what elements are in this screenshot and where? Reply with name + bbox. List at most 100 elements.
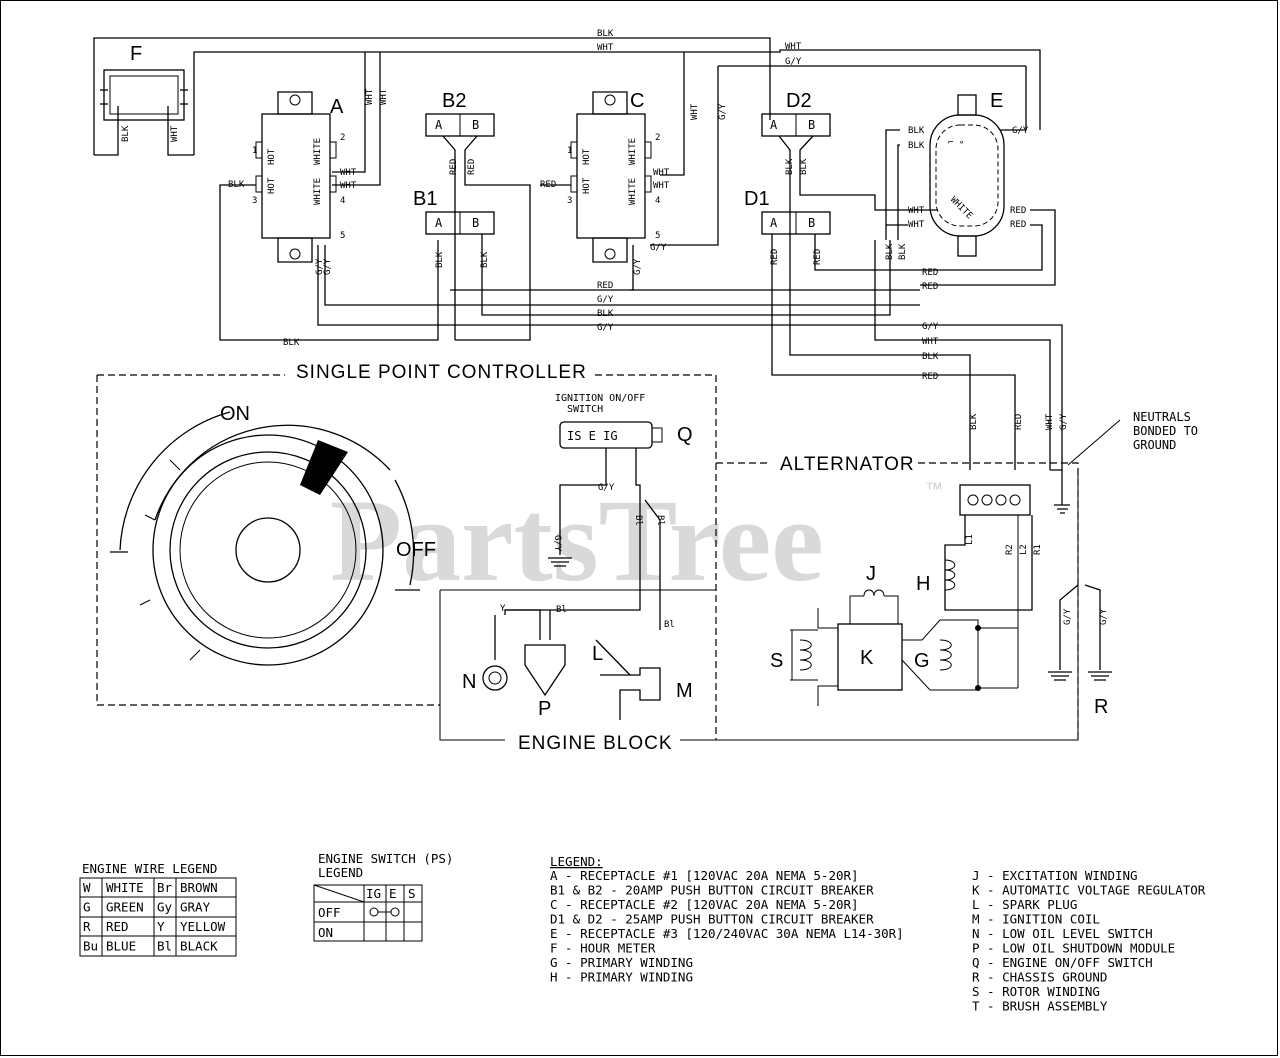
neutrals-note-3: GROUND xyxy=(1133,438,1176,452)
engine-wire-legend-table xyxy=(79,877,237,957)
wire-legend-cell: R xyxy=(83,919,91,934)
svg-text:4: 4 xyxy=(340,196,345,206)
svg-text:WHT: WHT xyxy=(340,181,357,191)
label-L: L xyxy=(592,643,603,665)
svg-text:G/Y: G/Y xyxy=(785,57,802,67)
svg-text:WHT: WHT xyxy=(1045,413,1055,430)
legend-item: M - IGNITION COIL xyxy=(972,912,1100,927)
switch-header-ig: IG xyxy=(366,886,381,901)
svg-text:Bl: Bl xyxy=(655,515,665,526)
svg-text:G/Y: G/Y xyxy=(597,323,614,333)
svg-text:BLK: BLK xyxy=(435,251,445,268)
legend-item: F - HOUR METER xyxy=(550,941,656,956)
terminal-block xyxy=(959,484,1031,516)
wire-legend-cell: WHITE xyxy=(106,880,144,895)
legend-item: L - SPARK PLUG xyxy=(972,897,1077,912)
wire-legend-cell: Gy xyxy=(157,900,173,915)
svg-text:WHITE: WHITE xyxy=(628,138,638,165)
legend-item: T - BRUSH ASSEMBLY xyxy=(972,999,1108,1014)
wire-legend-cell: BLACK xyxy=(180,939,218,954)
svg-text:HOT: HOT xyxy=(267,148,277,165)
wire-legend-cell: Y xyxy=(157,919,165,934)
rotor-winding-S xyxy=(799,639,812,671)
label-B1: B1 xyxy=(413,188,437,210)
svg-text:WHITE: WHITE xyxy=(313,138,323,165)
svg-text:™: ™ xyxy=(925,479,943,499)
svg-text:RED: RED xyxy=(922,268,938,278)
wire-legend-cell: RED xyxy=(106,919,129,934)
svg-text:BLK: BLK xyxy=(480,251,490,268)
low-oil-module-P xyxy=(524,644,566,697)
ignition-switch-Q: IS E IG xyxy=(559,421,663,449)
receptacle-A: HOT HOT WHITE WHITE 13 24 5 xyxy=(252,91,345,263)
svg-text:RED: RED xyxy=(813,249,823,265)
legend-item: R - CHASSIS GROUND xyxy=(972,970,1107,985)
wire-legend-cell: W xyxy=(83,880,91,895)
label-E: E xyxy=(990,90,1003,112)
ignition-positions: IS E IG xyxy=(567,429,618,443)
receptacle-C: HOT HOT WHITE WHITE 13 24 5 xyxy=(567,91,660,263)
neutrals-note-2: BONDED TO xyxy=(1133,424,1198,438)
svg-text:G/Y: G/Y xyxy=(597,295,614,305)
svg-text:BLK: BLK xyxy=(885,243,895,260)
alternator-title: ALTERNATOR xyxy=(780,454,915,475)
svg-text:A: A xyxy=(770,216,778,230)
svg-text:WHT: WHT xyxy=(379,88,389,105)
legend-item: D1 & D2 - 25AMP PUSH BUTTON CIRCUIT BREA… xyxy=(550,912,874,927)
watermark: PartsTree xyxy=(330,475,824,606)
legend-item: P - LOW OIL SHUTDOWN MODULE xyxy=(972,941,1175,956)
svg-text:G/Y: G/Y xyxy=(633,258,643,275)
engine-switch-legend-title-1: ENGINE SWITCH (PS) xyxy=(318,851,453,866)
label-K: K xyxy=(860,647,874,669)
label-D2: D2 xyxy=(786,90,812,112)
svg-text:L2: L2 xyxy=(1019,544,1029,555)
svg-text:5: 5 xyxy=(340,231,345,241)
svg-text:G/Y: G/Y xyxy=(323,258,333,275)
svg-text:RED: RED xyxy=(597,281,613,291)
switch-header-s: S xyxy=(408,886,416,901)
svg-text:3: 3 xyxy=(252,196,257,206)
label-C: C xyxy=(630,90,644,112)
label-R: R xyxy=(1094,696,1108,718)
svg-text:BLK: BLK xyxy=(283,338,300,348)
svg-text:RED: RED xyxy=(449,159,459,175)
legend-item: N - LOW OIL LEVEL SWITCH xyxy=(972,926,1153,941)
engine-switch-legend-table xyxy=(313,884,423,942)
svg-text:Bl: Bl xyxy=(664,620,675,630)
svg-text:WHT: WHT xyxy=(340,168,357,178)
svg-text:RED: RED xyxy=(922,372,938,382)
svg-text:WHT: WHT xyxy=(908,206,925,216)
svg-text:WHT: WHT xyxy=(922,337,939,347)
label-P: P xyxy=(538,698,551,720)
receptacle-E: ⌐ ∘ WHITE xyxy=(929,94,1005,257)
svg-text:Bl: Bl xyxy=(633,515,643,526)
controller-knob xyxy=(110,411,420,666)
svg-text:R1: R1 xyxy=(1033,544,1043,555)
switch-row-off: OFF xyxy=(318,905,341,920)
legend-item: E - RECEPTACLE #3 [120/240VAC 30A NEMA L… xyxy=(550,926,904,941)
svg-text:⌐ ∘: ⌐ ∘ xyxy=(948,138,964,148)
neutrals-note-1: NEUTRALS xyxy=(1133,410,1191,424)
svg-text:1: 1 xyxy=(567,146,572,156)
svg-text:RED: RED xyxy=(540,180,556,190)
svg-text:2: 2 xyxy=(340,133,345,143)
label-A: A xyxy=(330,96,344,118)
svg-text:RED: RED xyxy=(1010,220,1026,230)
svg-text:WHITE: WHITE xyxy=(948,195,974,221)
svg-text:2: 2 xyxy=(655,133,660,143)
svg-text:BLK: BLK xyxy=(799,158,809,175)
svg-text:G/Y: G/Y xyxy=(1099,608,1109,625)
off-label: OFF xyxy=(396,539,436,561)
svg-text:B: B xyxy=(472,118,479,132)
wire-legend-cell: YELLOW xyxy=(180,919,226,934)
svg-text:BLK: BLK xyxy=(908,126,925,136)
wire-legend-cell: Bl xyxy=(157,939,172,954)
svg-text:1: 1 xyxy=(252,146,257,156)
svg-text:B: B xyxy=(472,216,479,230)
svg-text:G/Y: G/Y xyxy=(650,243,667,253)
legend-item: S - ROTOR WINDING xyxy=(972,984,1100,999)
